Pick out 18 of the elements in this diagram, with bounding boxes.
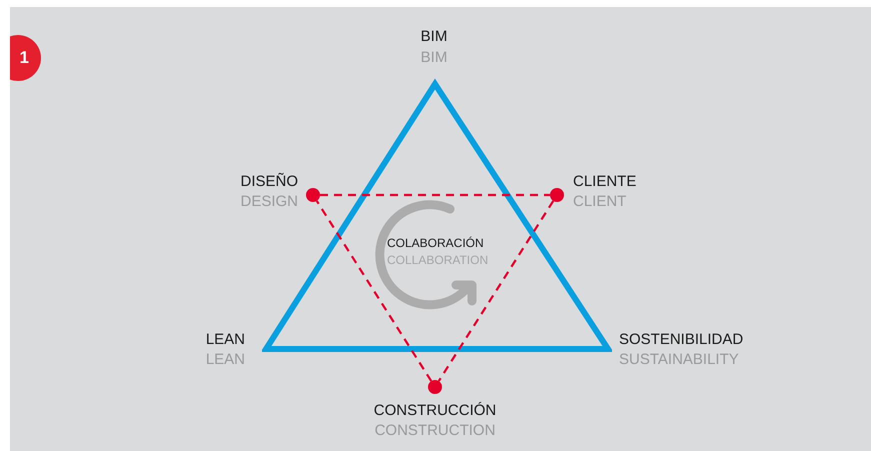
translation-label: LEAN (206, 350, 245, 370)
term-label: DISEÑO (240, 172, 298, 192)
translation-label: COLLABORATION (387, 252, 488, 269)
term-label: CONSTRUCCIÓN (374, 401, 496, 421)
term-label: LEAN (206, 330, 245, 350)
number-badge: 1 (10, 35, 41, 81)
dashed-connector (320, 194, 550, 196)
dashed-connector (438, 200, 554, 382)
term-label: BIM (420, 27, 448, 47)
translation-label: CONSTRUCTION (374, 421, 496, 441)
translation-label: CLIENT (573, 192, 628, 212)
dashed-connector (316, 200, 432, 382)
term-label: SOSTENIBILIDAD (619, 330, 744, 350)
term-label: CLIENTE (573, 172, 636, 192)
translation-label: SUSTAINABILITY (619, 350, 739, 370)
translation-label: BIM (420, 48, 448, 68)
term-label: COLABORACIÓN (387, 235, 485, 252)
translation-label: DESIGN (240, 192, 298, 212)
